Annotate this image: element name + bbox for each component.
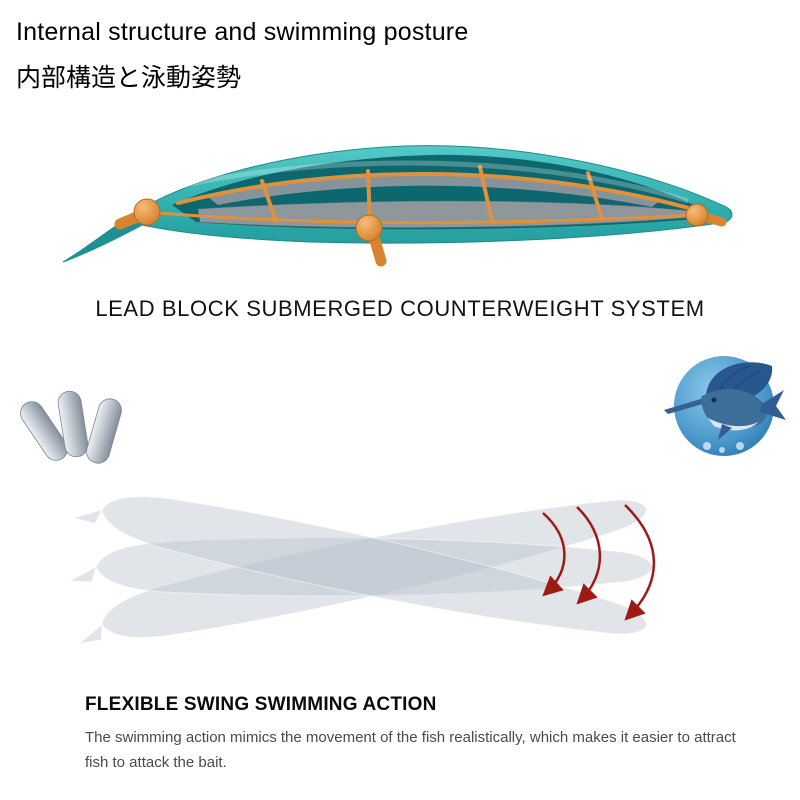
weight-capsule-right	[86, 398, 122, 464]
lead-weights-illustration	[20, 390, 122, 464]
swimming-action-heading: FLEXIBLE SWING SWIMMING ACTION	[85, 694, 437, 715]
weight-capsule-middle	[57, 390, 89, 458]
lead-ball-head	[114, 198, 161, 230]
sailfish-badge	[664, 356, 786, 456]
swing-arrows	[542, 504, 656, 621]
swimming-action-illustration	[69, 475, 656, 659]
counterweight-caption: LEAD BLOCK SUBMERGED COUNTERWEIGHT SYSTE…	[95, 296, 705, 321]
title-english: Internal structure and swimming posture	[16, 18, 469, 46]
splash	[703, 442, 744, 453]
lead-ball-tail	[685, 203, 727, 227]
title-japanese: 内部構造と泳動姿勢	[16, 63, 242, 92]
lead-ball-middle	[355, 214, 387, 267]
body-highlight	[159, 160, 689, 204]
sailfish-icon	[664, 362, 786, 453]
lure-cutaway-illustration	[62, 145, 733, 267]
swimming-action-description: The swimming action mimics the movement …	[85, 729, 736, 771]
weight-capsule-left	[20, 401, 68, 461]
